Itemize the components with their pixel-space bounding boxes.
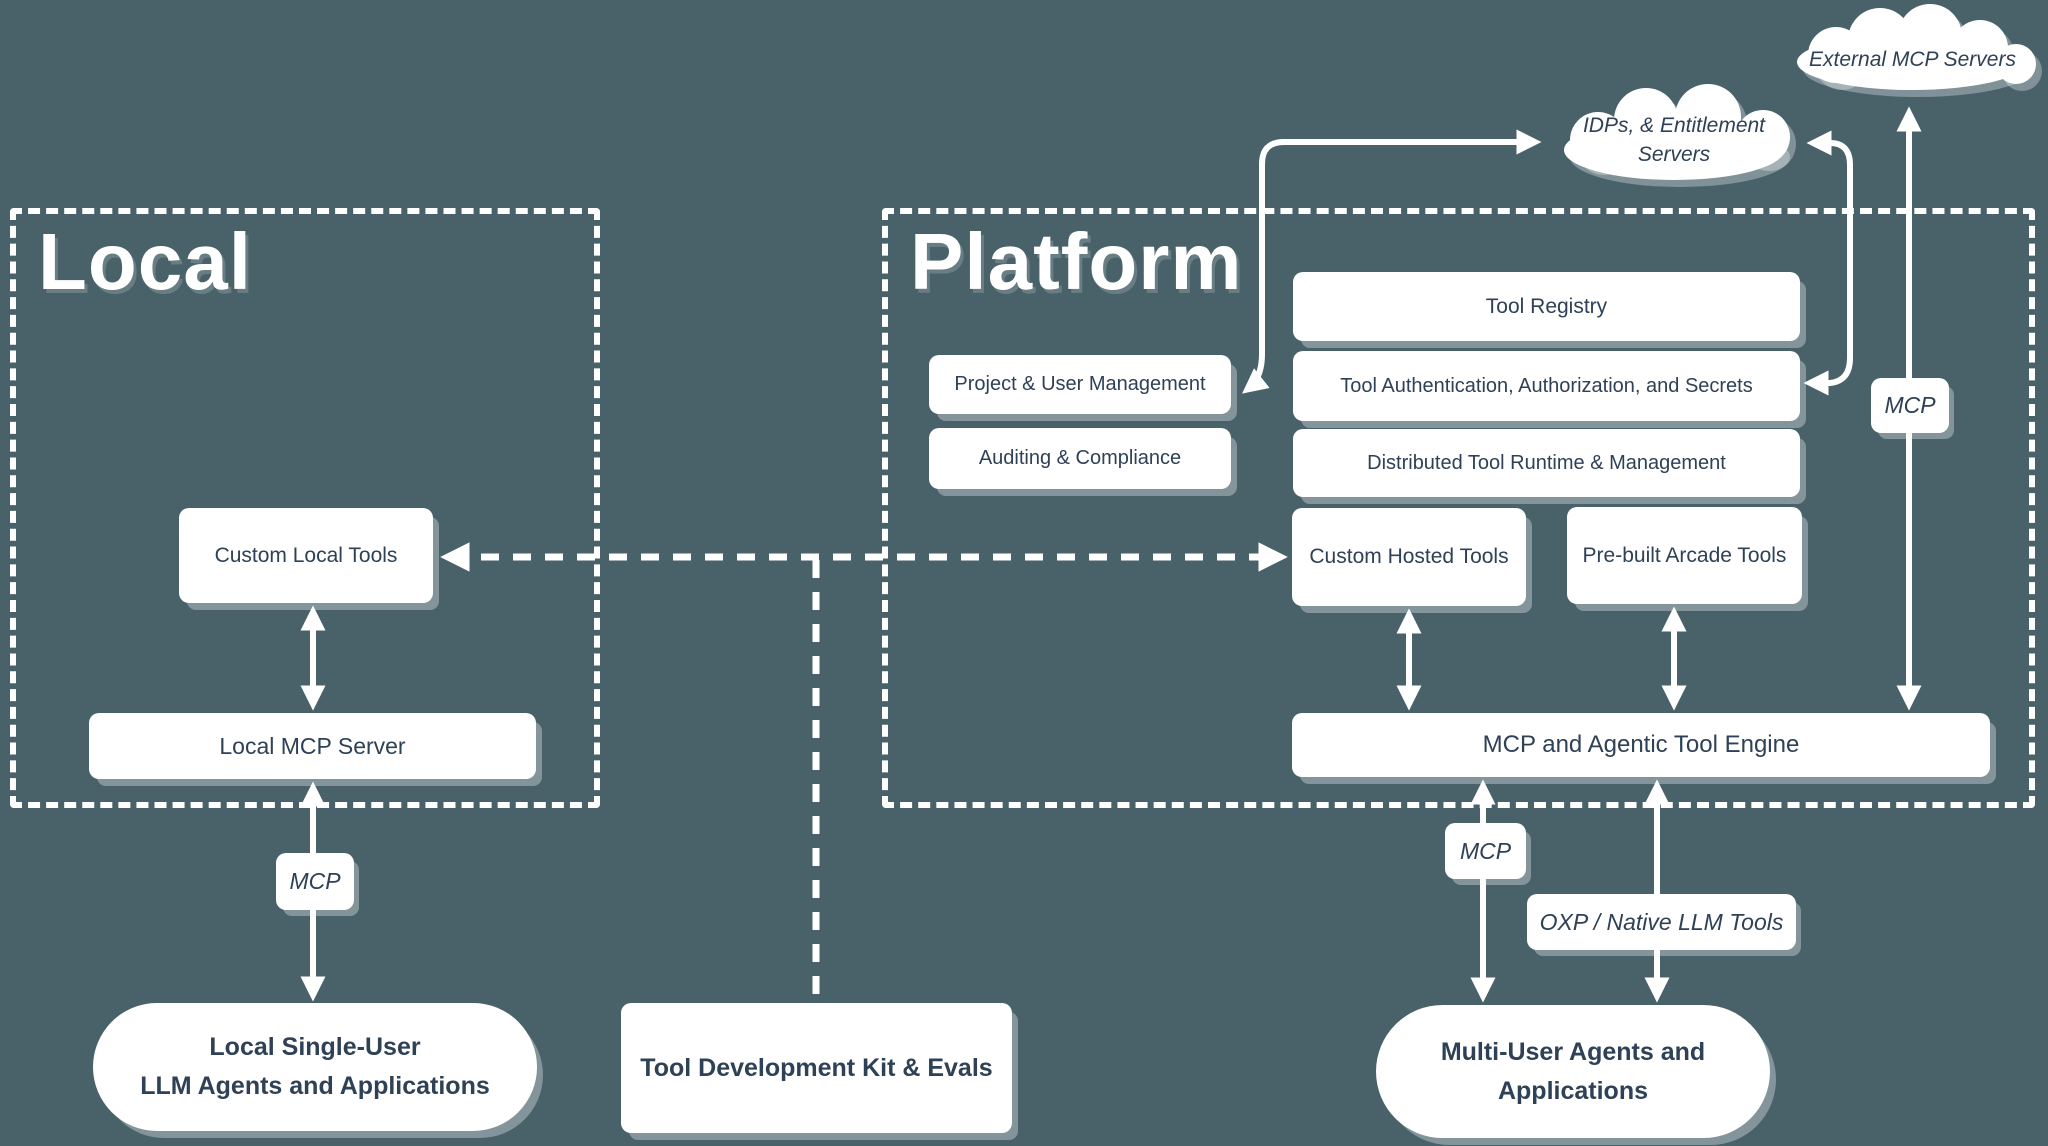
arrow-project-user-to-idp-cloud [1242,129,1542,394]
local-group-title: Local [38,217,252,306]
arrow-tool-auth-to-idp-cloud [1803,130,1853,396]
platform-group-title: Platform [910,217,1243,306]
external-mcp-cloud [1797,4,2042,97]
idp-cloud [1564,84,1796,187]
